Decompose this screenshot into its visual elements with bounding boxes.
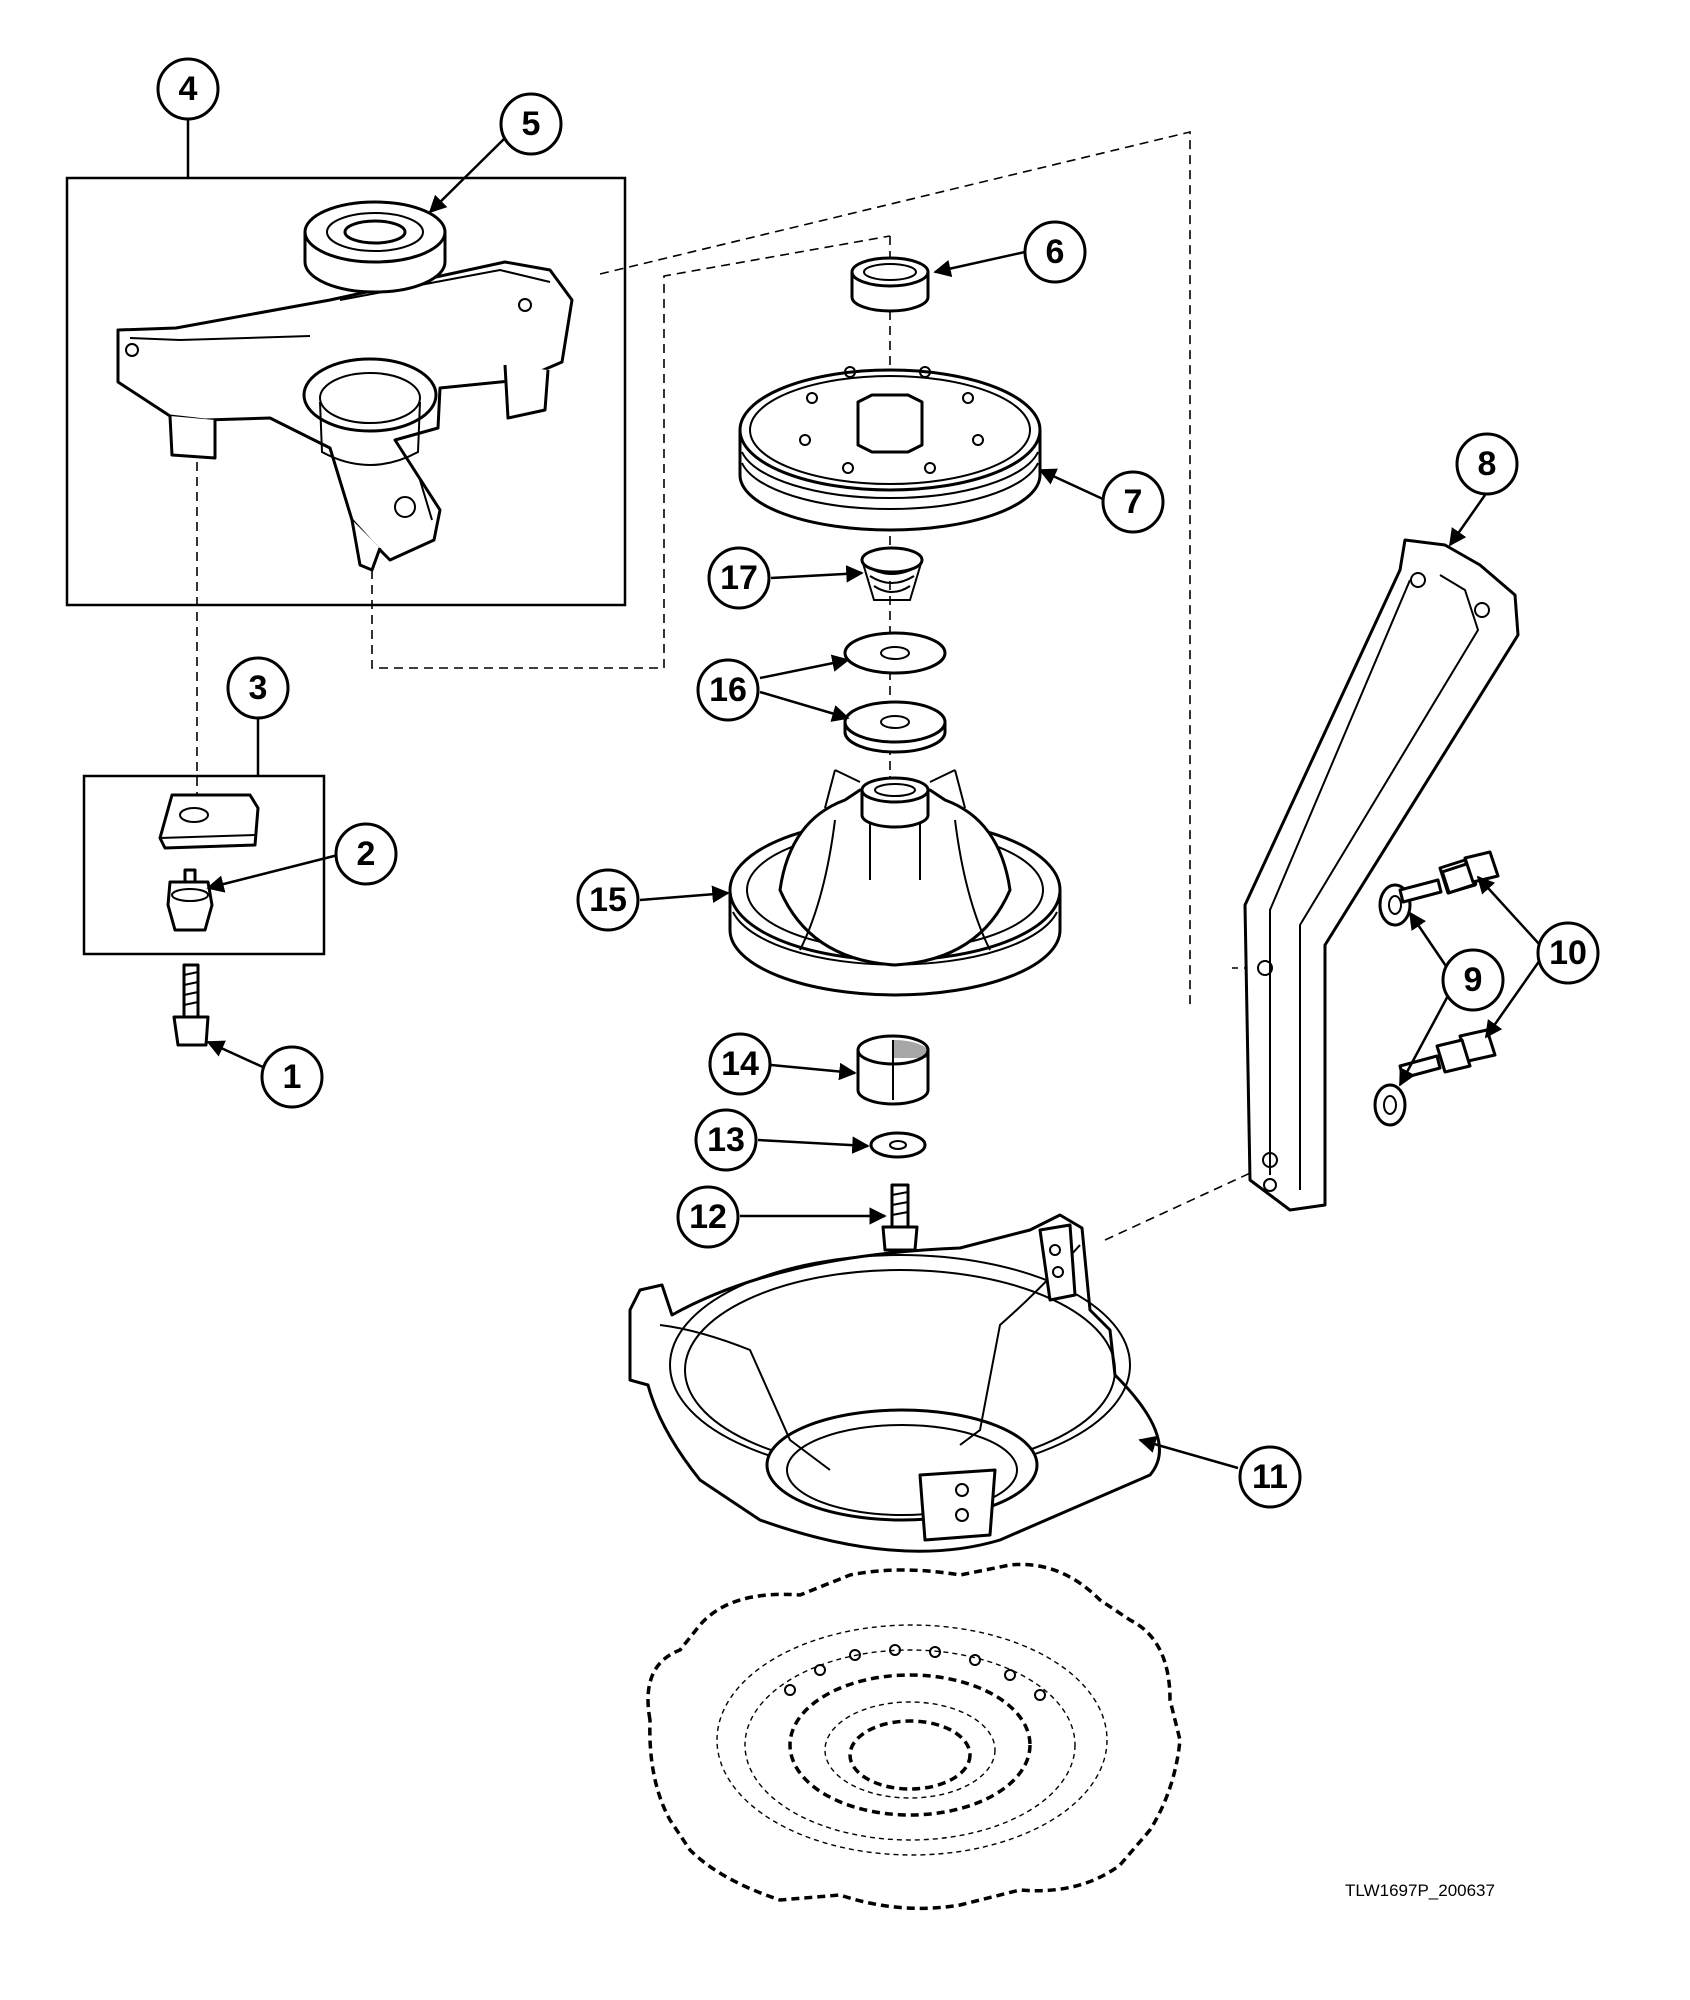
tub-outline-reference xyxy=(646,1562,1182,1911)
callout-16: 16 xyxy=(696,658,760,722)
callout-7: 7 xyxy=(1101,470,1165,534)
part-3-pad xyxy=(158,793,260,850)
callout-11: 11 xyxy=(1238,1445,1302,1509)
part-7-pulley xyxy=(738,366,1042,532)
svg-text:9: 9 xyxy=(1464,961,1483,999)
svg-text:10: 10 xyxy=(1549,934,1587,972)
group-box-3 xyxy=(82,774,326,956)
svg-text:11: 11 xyxy=(1252,1458,1288,1496)
callout-13: 13 xyxy=(694,1108,758,1172)
part-14-coupling xyxy=(856,1034,930,1106)
diagram-code: TLW1697P_200637 xyxy=(1345,1881,1495,1900)
svg-text:17: 17 xyxy=(720,559,758,597)
callout-12: 12 xyxy=(676,1185,740,1249)
callout-9: 9 xyxy=(1441,948,1505,1012)
svg-text:7: 7 xyxy=(1124,483,1143,521)
assembly-line-bracket xyxy=(599,130,1191,1008)
svg-text:12: 12 xyxy=(689,1198,727,1236)
callout-17: 17 xyxy=(707,546,771,610)
group-box-4 xyxy=(65,176,627,607)
callout-4: 4 xyxy=(156,57,220,121)
part-12-bolt xyxy=(881,1183,919,1252)
part-5-bearing xyxy=(303,200,447,294)
part-15-drive-pulley xyxy=(728,769,1062,997)
part-6-seal xyxy=(850,256,930,313)
callout-15: 15 xyxy=(576,868,640,932)
callout-10: 10 xyxy=(1536,921,1600,985)
svg-text:5: 5 xyxy=(522,105,541,143)
svg-text:16: 16 xyxy=(709,671,747,709)
svg-text:1: 1 xyxy=(283,1058,302,1096)
svg-text:2: 2 xyxy=(357,835,376,873)
part-4-hub-assembly xyxy=(116,260,574,572)
callout-3: 3 xyxy=(226,656,290,720)
svg-text:6: 6 xyxy=(1046,233,1065,271)
part-11-base xyxy=(628,1213,1161,1553)
assembly-line-hub xyxy=(371,235,891,669)
part-1-bolt xyxy=(172,963,210,1047)
part-16-washers xyxy=(843,631,947,754)
svg-text:15: 15 xyxy=(589,881,627,919)
svg-text:8: 8 xyxy=(1478,445,1497,483)
callout-8: 8 xyxy=(1455,432,1519,496)
part-8-bracket xyxy=(1243,538,1520,1212)
callout-6: 6 xyxy=(1023,220,1087,284)
svg-text:13: 13 xyxy=(707,1121,745,1159)
part-9-lock-washers xyxy=(1373,883,1412,1127)
svg-text:4: 4 xyxy=(179,70,198,108)
svg-text:3: 3 xyxy=(249,669,268,707)
svg-text:14: 14 xyxy=(721,1045,759,1083)
part-13-washer xyxy=(869,1131,927,1159)
callout-5: 5 xyxy=(499,92,563,156)
callout-2: 2 xyxy=(334,822,398,886)
part-17-spring xyxy=(860,546,924,601)
callout-14: 14 xyxy=(708,1032,772,1096)
callout-1: 1 xyxy=(260,1045,324,1109)
part-2-mount-post xyxy=(166,868,214,932)
